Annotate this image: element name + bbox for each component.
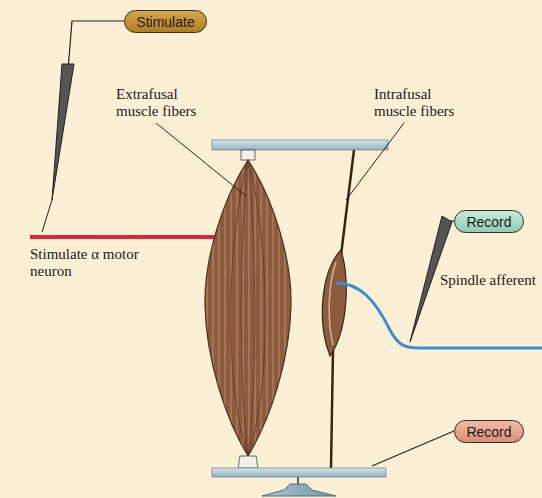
spindle-afferent-axon bbox=[336, 283, 542, 348]
tendon bbox=[238, 456, 258, 468]
electrode-lead bbox=[42, 200, 52, 232]
muscle-spindle bbox=[322, 250, 346, 356]
pill-text: Record bbox=[466, 424, 511, 440]
part-label: Stimulate α motor neuron bbox=[30, 246, 150, 280]
part-label: Intrafusal muscle fibers bbox=[374, 86, 464, 120]
extrafusal-muscle bbox=[205, 160, 291, 456]
label-pill: Stimulate bbox=[124, 10, 207, 33]
weight bbox=[262, 484, 336, 496]
part-label: Spindle afferent bbox=[440, 272, 536, 289]
bottom-bar bbox=[212, 468, 386, 477]
leader-line bbox=[346, 123, 404, 200]
leader-line bbox=[156, 123, 246, 196]
label-pill: Record bbox=[454, 420, 524, 443]
hook bbox=[297, 477, 299, 484]
muscle-fascicles bbox=[231, 160, 266, 456]
top-bar bbox=[212, 140, 388, 150]
pill-text: Stimulate bbox=[136, 14, 194, 30]
pill-text: Record bbox=[466, 214, 511, 230]
label-pill: Record bbox=[454, 210, 524, 233]
part-label: Extrafusal muscle fibers bbox=[116, 86, 206, 120]
force-transducer-wire bbox=[372, 431, 454, 466]
spindle-capsule bbox=[329, 262, 336, 345]
stimulating-electrode bbox=[52, 64, 74, 200]
electrode-wire bbox=[68, 21, 124, 70]
tendon bbox=[241, 150, 255, 160]
